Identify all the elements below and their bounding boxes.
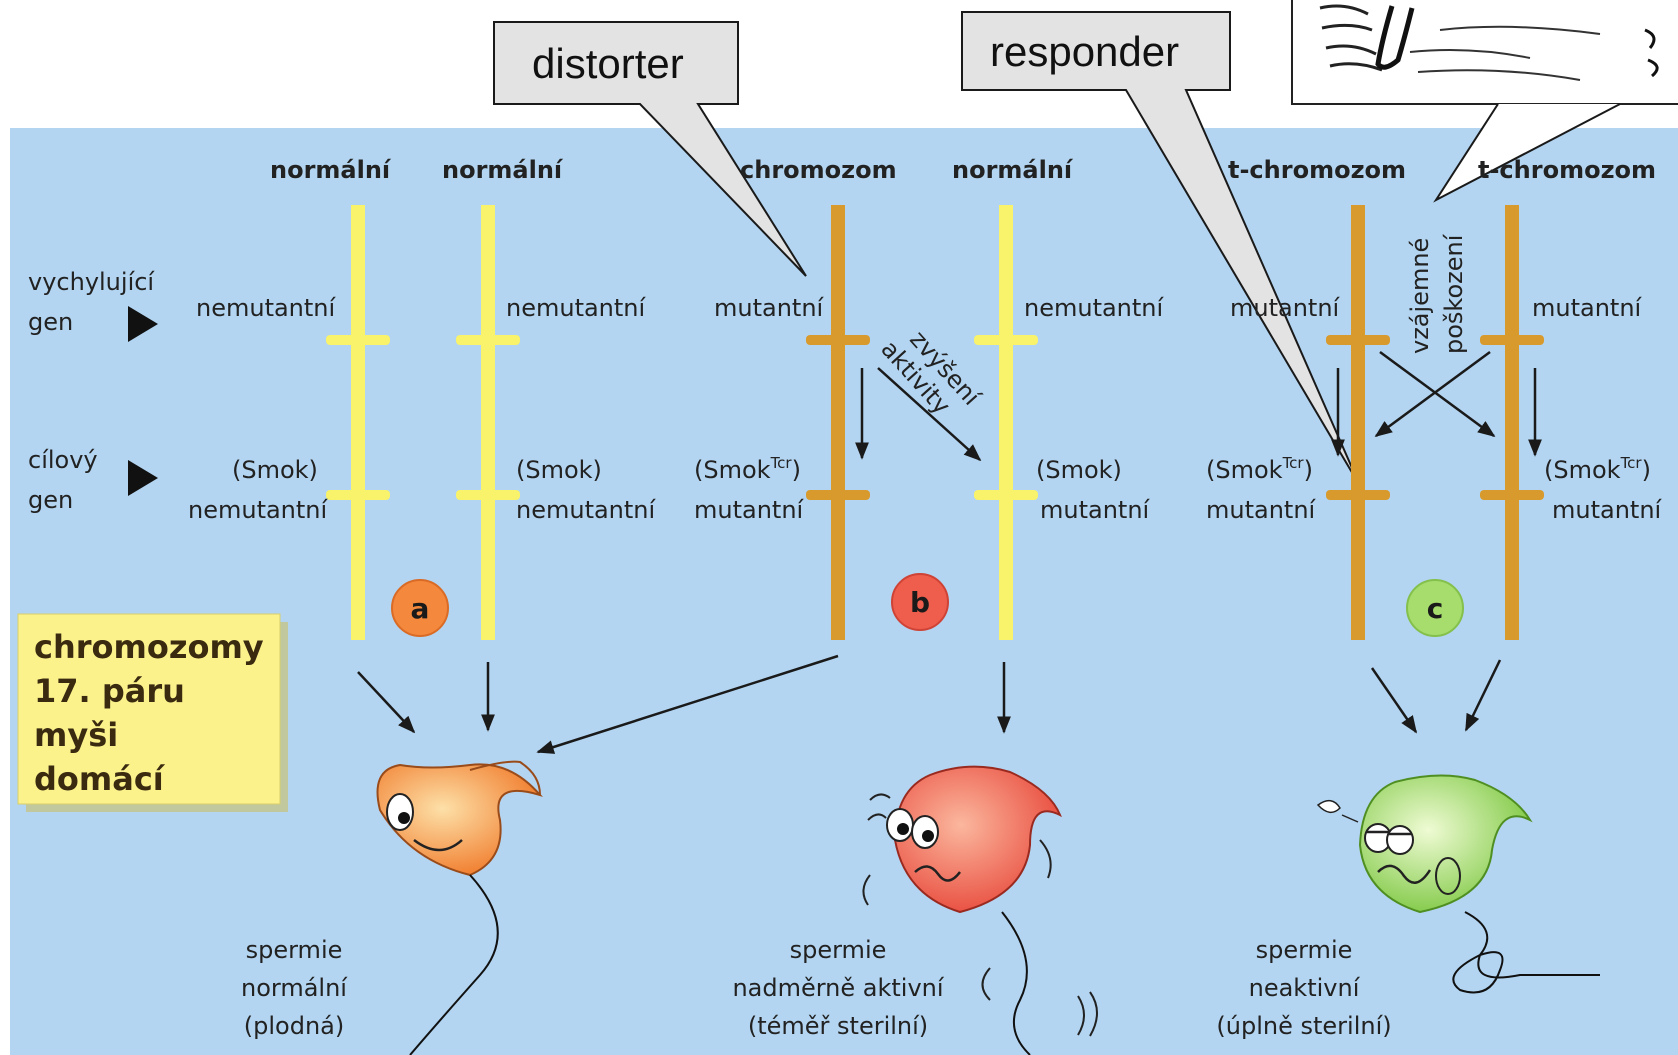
svg-text:spermie: spermie [1256,936,1353,964]
gene-label-c5-distorter: mutantní [1230,294,1341,322]
responder-callout-label: responder [990,28,1179,75]
gene-label-c4-target-state: mutantní [1040,496,1151,524]
column-header-5: t-chromozom [1228,156,1406,184]
column-header-6: t-chromozom [1478,156,1656,184]
svg-text:myši: myši [34,716,118,754]
gene-label-c2-target-state: nemutantní [516,496,657,524]
svg-text:vzájemné: vzájemné [1406,238,1434,354]
gene-label-c1-target-state: nemutantní [188,496,329,524]
svg-text:(plodná): (plodná) [244,1012,344,1040]
svg-text:(úplně sterilní): (úplně sterilní) [1216,1012,1391,1040]
gene-label-c1-target-name: (Smok) [232,456,318,484]
svg-text:gen: gen [28,308,73,336]
gene-label-c6-distorter: mutantní [1532,294,1643,322]
distorter-callout-label: distorter [532,40,684,87]
info-box: chromozomy 17. páru myši domácí [18,614,288,812]
svg-text:17. páru: 17. páru [34,672,185,710]
svg-text:domácí: domácí [34,760,166,798]
svg-text:neaktivní: neaktivní [1249,974,1361,1002]
svg-text:chromozomy: chromozomy [34,628,264,666]
column-header-3: chromozom [740,156,897,184]
gene-label-c4-target-name: (Smok) [1036,456,1122,484]
svg-text:gen: gen [28,486,73,514]
badge-a: a [392,580,448,636]
svg-text:vychylující: vychylující [28,268,155,296]
svg-text:spermie: spermie [790,936,887,964]
column-header-4: normální [952,156,1074,184]
gene-label-c3-distorter: mutantní [714,294,825,322]
svg-text:spermie: spermie [246,936,343,964]
badge-b: b [892,574,948,630]
gene-label-c2-target-name: (Smok) [516,456,602,484]
column-header-2: normální [442,156,564,184]
column-header-1: normální [270,156,392,184]
cartoon-sketch [1292,0,1678,104]
svg-text:c: c [1427,592,1444,625]
svg-text:normální: normální [241,974,348,1002]
caption-sperm-normal: spermie normální (plodná) [241,936,348,1040]
gene-label-c6-target-state: mutantní [1552,496,1663,524]
gene-label-c5-target-state: mutantní [1206,496,1317,524]
svg-text:a: a [411,592,430,625]
svg-text:nadměrně aktivní: nadměrně aktivní [732,974,944,1002]
svg-text:b: b [910,586,930,619]
gene-label-c4-distorter: nemutantní [1024,294,1165,322]
svg-text:cílový: cílový [28,446,98,474]
svg-text:poškození: poškození [1440,233,1468,354]
badge-c: c [1407,580,1463,636]
svg-text:(téměř sterilní): (téměř sterilní) [748,1012,928,1040]
gene-label-c1-distorter: nemutantní [196,294,337,322]
gene-label-c3-target-state: mutantní [694,496,805,524]
gene-label-c2-distorter: nemutantní [506,294,647,322]
